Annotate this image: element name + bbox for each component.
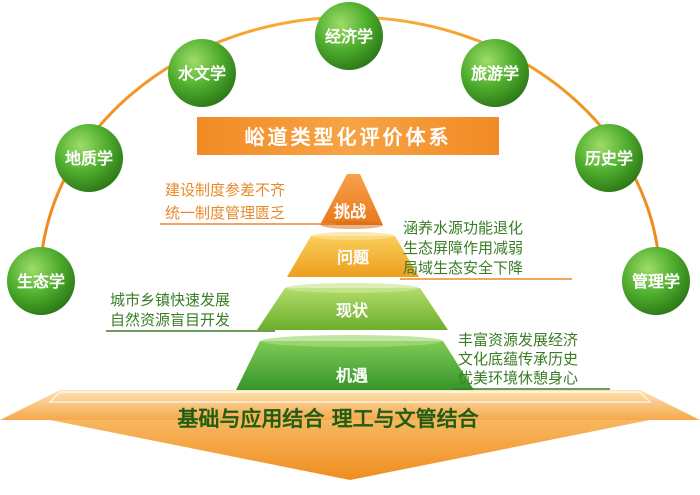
note-problem: 涵养水源功能退化 生态屏障作用减弱 局域生态安全下降 [400,219,572,280]
tier-label: 挑战 [334,202,366,221]
discipline-label: 经济学 [325,27,373,46]
discipline-circle-hydrology: 水文学 [168,39,236,107]
title-banner: 峪道类型化评价体系 [197,117,499,155]
note-line: 自然资源盲目开发 [110,311,230,329]
tier-label: 机遇 [336,366,368,385]
pyramid-tier-opportunity: 机遇 [236,335,474,390]
discipline-label: 地质学 [65,149,113,168]
discipline-label: 旅游学 [471,64,519,83]
discipline-label: 生态学 [17,272,65,291]
note-status: 城市乡镇快速发展 自然资源盲目开发 [106,291,275,332]
discipline-circle-geology: 地质学 [55,124,123,192]
pyramid-tier-problem: 问题 [287,232,419,277]
note-line: 统一制度管理匮乏 [165,204,285,222]
base-text: 基础与应用结合 理工与文管结合 [177,407,479,431]
note-opportunity: 丰富资源发展经济 文化底蕴传承历史 优美环境休憩身心 [452,331,610,390]
base-platform: 基础与应用结合 理工与文管结合 [0,390,700,480]
discipline-circle-tourism: 旅游学 [461,39,529,107]
discipline-circle-management: 管理学 [622,247,690,315]
note-line: 城市乡镇快速发展 [110,291,230,309]
discipline-circle-economics: 经济学 [315,2,383,70]
note-line: 文化底蕴传承历史 [458,350,578,368]
discipline-circle-ecology: 生态学 [7,247,75,315]
note-line: 丰富资源发展经济 [458,331,578,349]
pyramid-tier-status: 现状 [257,283,448,330]
note-challenge: 建设制度参差不齐 统一制度管理匮乏 [160,181,336,225]
note-line: 生态屏障作用减弱 [403,239,523,257]
note-line: 优美环境休憩身心 [458,369,578,387]
note-line: 局域生态安全下降 [403,259,523,277]
note-line: 涵养水源功能退化 [403,219,523,237]
discipline-label: 历史学 [585,149,633,168]
discipline-circle-history: 历史学 [575,124,643,192]
page-title: 峪道类型化评价体系 [245,125,452,149]
tier-label: 问题 [337,248,370,267]
discipline-label: 水文学 [178,64,226,83]
note-line: 建设制度参差不齐 [165,181,285,199]
tier-label: 现状 [336,301,369,320]
discipline-label: 管理学 [632,272,680,291]
pyramid-tier-challenge: 挑战 [320,174,383,229]
